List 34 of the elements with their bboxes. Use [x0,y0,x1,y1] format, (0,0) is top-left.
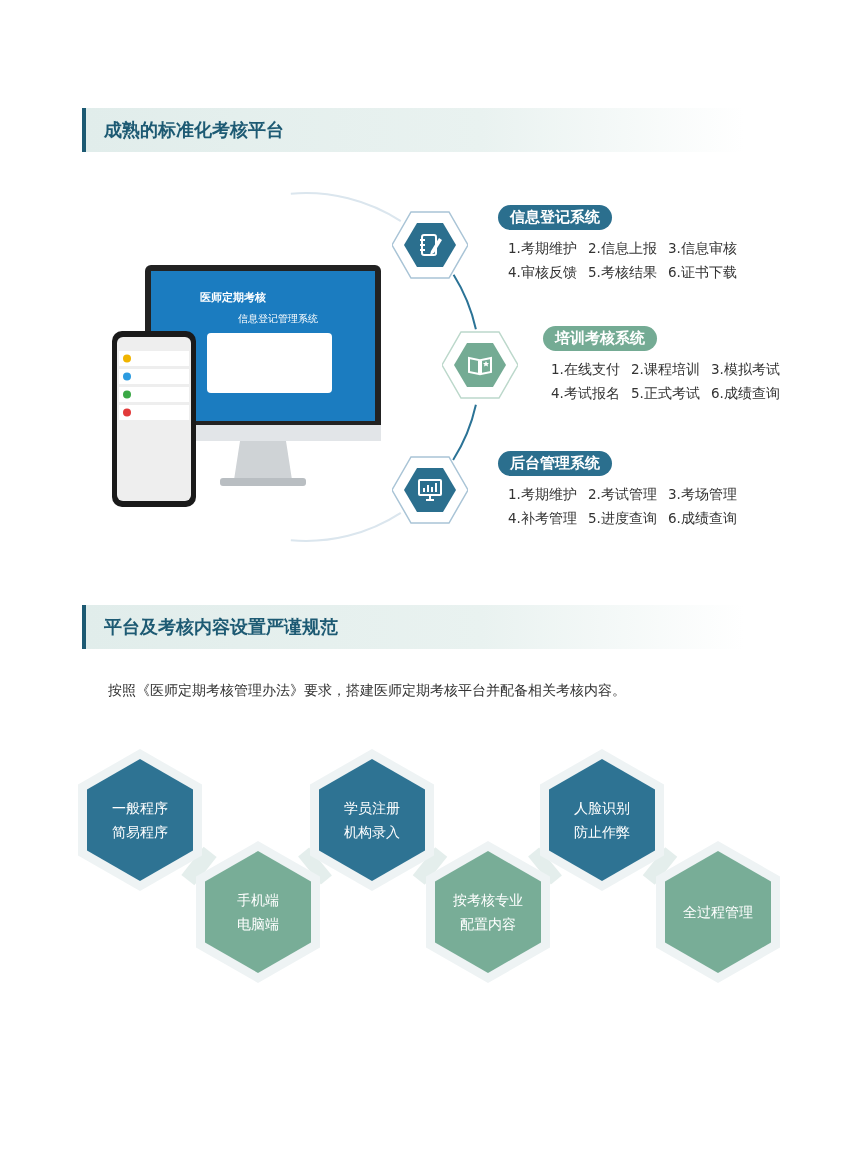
list-item: 6.证书下载 [668,264,737,282]
connector-arc [452,273,477,331]
list-item: 1.考期维护 [508,486,577,504]
list-item: 2.信息上报 [588,240,657,258]
system-title: 培训考核系统 [543,326,657,351]
list-item: 1.考期维护 [508,240,577,258]
list-item: 1.在线支付 [551,361,620,379]
list-item: 2.考试管理 [588,486,657,504]
list-item: 3.考场管理 [668,486,737,504]
list-item: 6.成绩查询 [711,385,780,403]
list-item: 6.成绩查询 [668,510,737,528]
section-title: 成熟的标准化考核平台 [104,118,284,142]
list-item: 5.考核结果 [588,264,657,282]
hexagon-label: 全过程管理 [682,903,754,922]
hexagon-label: 人脸识别 防止作弊 [573,799,631,842]
hexagon-label: 一般程序 简易程序 [111,799,169,842]
connector-arc [452,403,477,461]
list-item: 5.正式考试 [631,385,700,403]
list-item: 5.进度查询 [588,510,657,528]
hexagon-label: 手机端 电脑端 [236,891,280,934]
list-item: 4.审核反馈 [508,264,577,282]
list-item: 4.考试报名 [551,385,620,403]
hexagon-label: 学员注册 机构录入 [343,799,401,842]
hexagon-label: 按考核专业配置内容 [452,891,524,934]
screen-subtitle: 信息登记管理系统 [238,312,318,326]
list-item: 2.课程培训 [631,361,700,379]
screen-title: 医师定期考核 [200,290,266,305]
list-item: 4.补考管理 [508,510,577,528]
list-item: 3.信息审核 [668,240,737,258]
system-title: 信息登记系统 [498,205,612,230]
system-title: 后台管理系统 [498,451,612,476]
section-title: 平台及考核内容设置严谨规范 [104,615,338,639]
intro-paragraph: 按照《医师定期考核管理办法》要求，搭建医师定期考核平台并配备相关考核内容。 [108,682,626,700]
list-item: 3.模拟考试 [711,361,780,379]
